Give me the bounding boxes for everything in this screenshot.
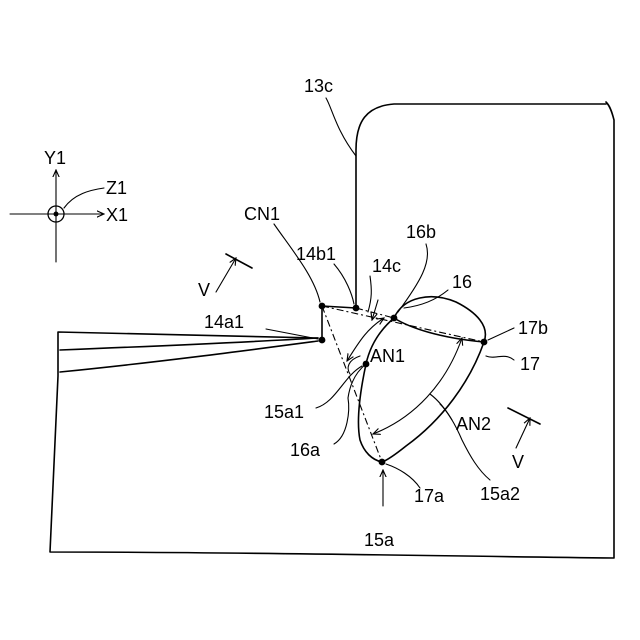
label-an2: AN2 — [456, 414, 491, 434]
label-14a1: 14a1 — [204, 312, 244, 332]
label-15a2: 15a2 — [480, 484, 520, 504]
label-x1: X1 — [106, 205, 128, 225]
leader-14c-arrow — [372, 300, 378, 320]
label-y1: Y1 — [44, 148, 66, 168]
lobe-inner-16 — [358, 318, 394, 462]
leader-16 — [404, 290, 448, 308]
label-16b: 16b — [406, 222, 436, 242]
lobe-top-edge-16 — [394, 318, 484, 342]
label-an1: AN1 — [370, 346, 405, 366]
label-16a: 16a — [290, 440, 321, 460]
component-13c-edge — [356, 104, 606, 308]
leader-17 — [486, 356, 514, 360]
construction-line-1 — [322, 306, 484, 342]
label-cn1: CN1 — [244, 204, 280, 224]
point-14b1 — [353, 305, 360, 312]
section-marker-right — [508, 408, 540, 448]
label-14c: 14c — [372, 256, 401, 276]
point-cn1 — [319, 303, 326, 310]
slit-lower — [60, 341, 318, 372]
label-17b: 17b — [518, 318, 548, 338]
label-16: 16 — [452, 272, 472, 292]
leader-15a1 — [316, 366, 362, 408]
leader-17a — [386, 464, 420, 488]
label-13c: 13c — [304, 76, 333, 96]
label-v-left: V — [198, 280, 210, 300]
label-z1: Z1 — [106, 178, 127, 198]
coordinate-system — [10, 170, 104, 262]
leader-16b — [398, 244, 428, 312]
label-v-right: V — [512, 452, 524, 472]
point-14a1 — [319, 337, 326, 344]
leader-14c — [368, 276, 371, 312]
label-17: 17 — [520, 354, 540, 374]
slit-upper — [60, 338, 318, 350]
lobe-outer-17 — [382, 297, 485, 462]
point-15a1 — [363, 361, 370, 368]
leader-16a — [334, 398, 349, 444]
point-17b — [481, 339, 488, 346]
label-15a: 15a — [364, 530, 395, 550]
leader-an2 — [430, 394, 452, 420]
point-15a — [379, 459, 386, 466]
leader-14b1 — [334, 264, 354, 304]
leader-13c — [326, 98, 356, 156]
label-15a1: 15a1 — [264, 402, 304, 422]
label-17a: 17a — [414, 486, 445, 506]
point-16b — [391, 315, 398, 322]
z1-axis-dot — [54, 212, 59, 217]
leader-17b — [488, 328, 514, 340]
label-14b1: 14b1 — [296, 244, 336, 264]
section-marker-left — [216, 254, 252, 292]
